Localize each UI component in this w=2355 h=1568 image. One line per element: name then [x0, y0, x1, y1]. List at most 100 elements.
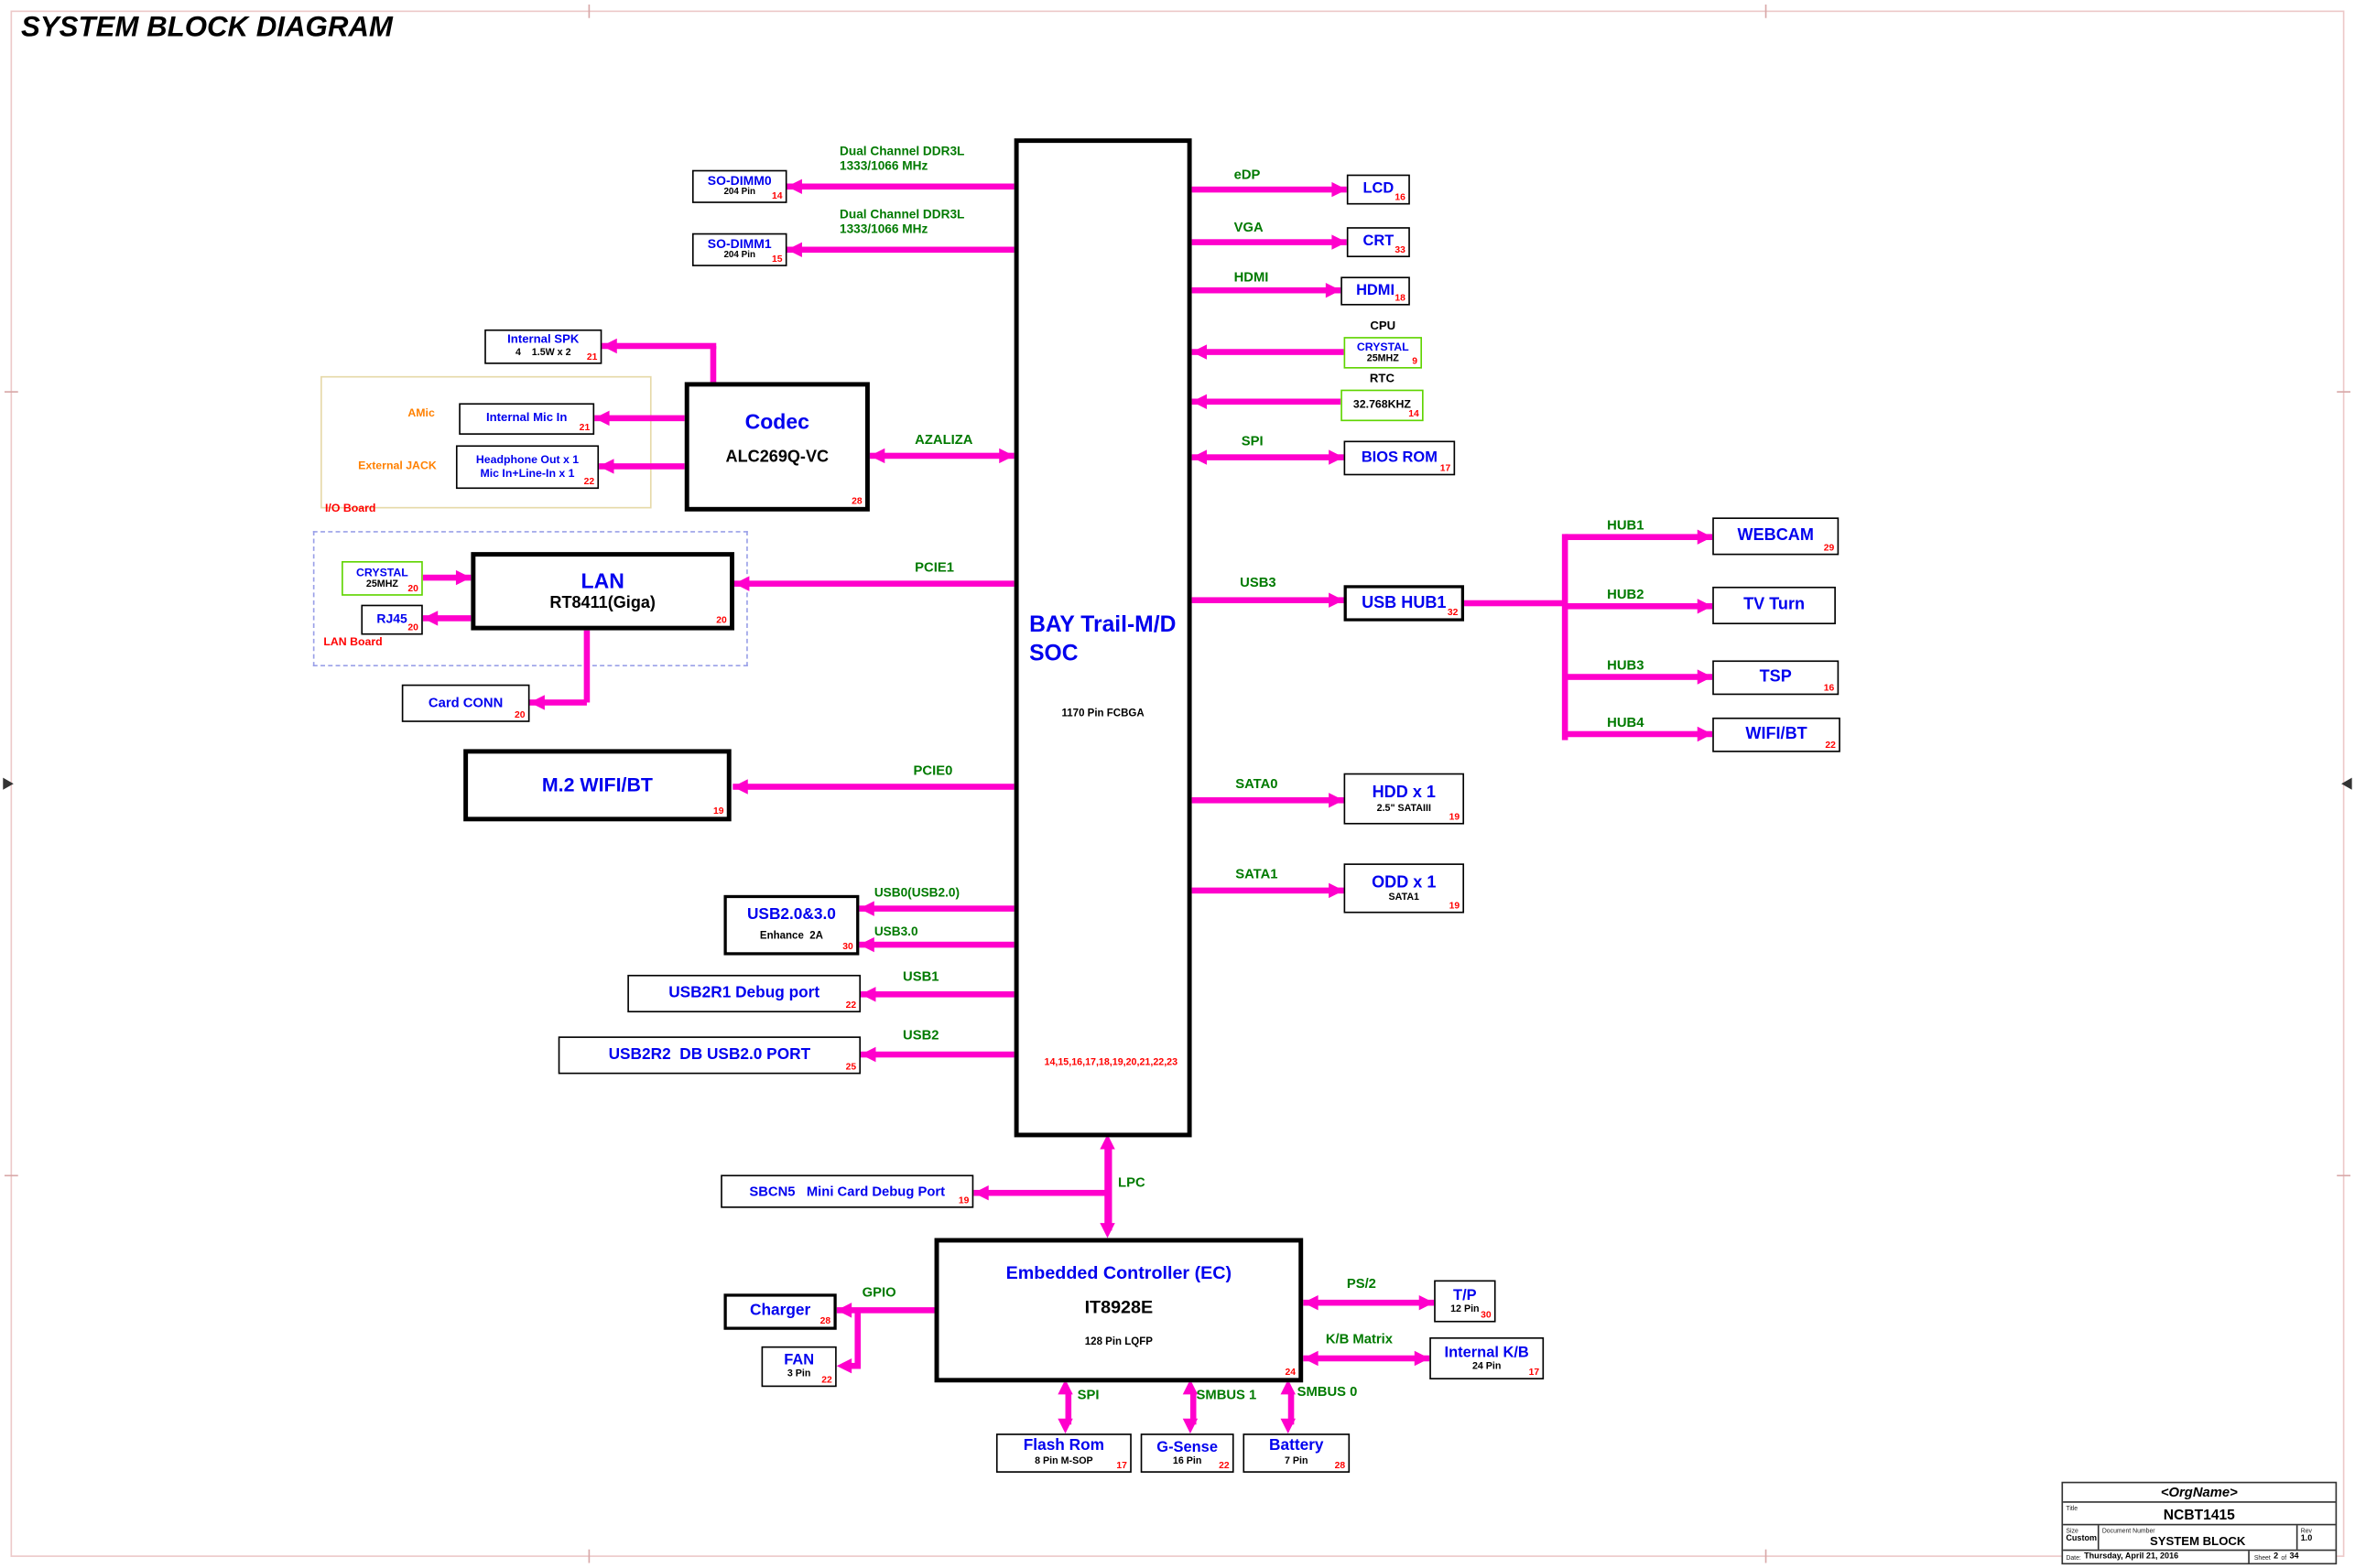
usb23-pin: 30 — [842, 941, 853, 952]
usb0-wire — [859, 905, 1015, 912]
wifi-bt-label: WIFI/BT — [1745, 725, 1807, 744]
org-name: <OrgName> — [2160, 1485, 2238, 1500]
ec-label: Embedded Controller (EC) — [1005, 1261, 1232, 1283]
vga-wire — [1191, 239, 1347, 245]
sata0-signal: SATA0 — [1235, 775, 1278, 792]
tp-box: T/P 12 Pin 30 — [1434, 1280, 1496, 1323]
usb2-arrow — [861, 1046, 876, 1063]
smbus1-wire — [1189, 1391, 1197, 1425]
fan-wire-h — [842, 1362, 862, 1369]
sheet-of-label: of — [2281, 1552, 2287, 1562]
cpu-crystal-box: CRYSTAL 25MHZ 9 — [1343, 337, 1423, 369]
bios-wire — [1191, 454, 1344, 460]
mic-wire — [594, 415, 685, 422]
sata1-signal: SATA1 — [1235, 866, 1278, 882]
internal-kb-sub: 24 Pin — [1471, 1361, 1502, 1372]
internal-kb-label: Internal K/B — [1444, 1344, 1529, 1361]
frame-tick — [588, 4, 591, 18]
hdmi-wire — [1191, 287, 1341, 294]
crt-label: CRT — [1362, 233, 1395, 251]
soc-title-line2: SOC — [1029, 641, 1079, 667]
bios-rom-box: BIOS ROM 17 — [1343, 440, 1456, 476]
frame-tick — [4, 391, 18, 393]
rtc-crystal-label: 32.768KHZ — [1352, 397, 1411, 412]
kb-arrow-right — [1414, 1350, 1430, 1367]
hdmi-pin: 18 — [1395, 292, 1405, 304]
smbus1-arrow-up — [1182, 1379, 1199, 1395]
pcie1-signal: PCIE1 — [915, 559, 954, 575]
title-block-org-row: <OrgName> — [2063, 1483, 2336, 1503]
gpio-wire — [836, 1307, 935, 1314]
tsp-label: TSP — [1759, 668, 1792, 687]
lan-box: LAN RT8411(Giga) 20 — [471, 552, 734, 631]
usb3-arrow — [1329, 592, 1344, 608]
spk-wire-h — [602, 342, 717, 350]
kb-matrix-signal: K/B Matrix — [1325, 1331, 1393, 1346]
usb2r1-box: USB2R1 Debug port 22 — [627, 974, 862, 1013]
g-sense-box: G-Sense 16 Pin 22 — [1140, 1433, 1234, 1473]
title-block-title-row: Title NCBT1415 — [2063, 1503, 2336, 1526]
spi-ec-arrow-up — [1058, 1379, 1073, 1395]
odd-pin: 19 — [1449, 900, 1460, 912]
usb1-arrow — [861, 987, 876, 1002]
g-sense-sub: 16 Pin — [1172, 1455, 1202, 1467]
edp-arrow — [1331, 181, 1347, 198]
bios-arrow-right — [1329, 449, 1344, 465]
ps2-wire — [1303, 1299, 1435, 1306]
ddr1-signal-line2: 1333/1066 MHz — [840, 221, 928, 237]
usb-hub1-pin: 32 — [1447, 607, 1459, 618]
spi-ec-arrow-down — [1058, 1418, 1073, 1434]
rtc-crystal-pin: 14 — [1408, 408, 1419, 420]
lan-pin: 20 — [716, 614, 727, 626]
flash-rom-box: Flash Rom 8 Pin M-SOP 17 — [995, 1433, 1132, 1473]
sbcn5-arrow — [973, 1184, 989, 1201]
battery-sub: 7 Pin — [1285, 1456, 1308, 1467]
hub-trunk-wire-h — [1464, 600, 1566, 607]
usb2r1-pin: 22 — [845, 1000, 857, 1011]
azaliza-arrow-left — [869, 448, 885, 464]
ddr0-signal-line2: 1333/1066 MHz — [840, 157, 928, 173]
internal-mic-pin: 21 — [579, 422, 591, 433]
pcie0-arrow — [733, 779, 748, 795]
fan-pin: 22 — [821, 1374, 832, 1386]
usb0-signal: USB0(USB2.0) — [874, 884, 960, 900]
io-board-outline — [320, 375, 652, 509]
amic-label: AMic — [407, 406, 435, 420]
smbus0-wire — [1287, 1391, 1295, 1425]
gpio-signal: GPIO — [862, 1284, 896, 1300]
lan-crystal-arrow — [455, 569, 472, 586]
codec-label: Codec — [744, 409, 809, 434]
hub2-signal: HUB2 — [1607, 586, 1644, 602]
sata0-arrow — [1329, 793, 1344, 808]
usb23-label: USB2.0&3.0 — [746, 905, 836, 925]
sheet-label: Sheet — [2253, 1552, 2271, 1562]
usb2-wire — [861, 1051, 1015, 1058]
hdmi-box: HDMI 18 — [1340, 276, 1410, 306]
usb3-signal: USB3 — [1240, 574, 1276, 590]
cpu-tag: CPU — [1370, 319, 1396, 333]
frame-tick — [1764, 1549, 1767, 1563]
internal-kb-pin: 17 — [1528, 1367, 1540, 1378]
headphone-label1: Headphone Out x 1 — [475, 452, 580, 467]
internal-spk-box: Internal SPK 4 1.5W x 2 21 — [484, 329, 602, 364]
hub3-signal: HUB3 — [1607, 657, 1644, 673]
cpu-crystal-pin: 9 — [1412, 355, 1418, 367]
title-label: Title — [2066, 1504, 2078, 1512]
ec-sub: IT8928E — [1084, 1297, 1154, 1319]
ec-box: Embedded Controller (EC) IT8928E 128 Pin… — [934, 1238, 1304, 1383]
so-dimm1-sub: 204 Pin — [723, 252, 755, 261]
size-cell: Size Custom — [2063, 1525, 2100, 1550]
hdmi-label: HDMI — [1356, 282, 1395, 299]
lpc-signal: LPC — [1118, 1174, 1145, 1190]
battery-box: Battery 7 Pin 28 — [1243, 1433, 1351, 1473]
date-value: Thursday, April 21, 2016 — [2084, 1552, 2179, 1562]
sata1-arrow — [1329, 882, 1344, 899]
charger-box: Charger 28 — [723, 1293, 837, 1330]
charger-pin: 28 — [819, 1315, 831, 1326]
headphone-arrow — [599, 459, 614, 474]
internal-spk-sub: 4 1.5W x 2 — [515, 348, 571, 359]
smbus0-signal: SMBUS 0 — [1297, 1383, 1358, 1400]
usb2r2-box: USB2R2 DB USB2.0 PORT 25 — [558, 1036, 862, 1075]
hub1-signal: HUB1 — [1607, 517, 1644, 533]
